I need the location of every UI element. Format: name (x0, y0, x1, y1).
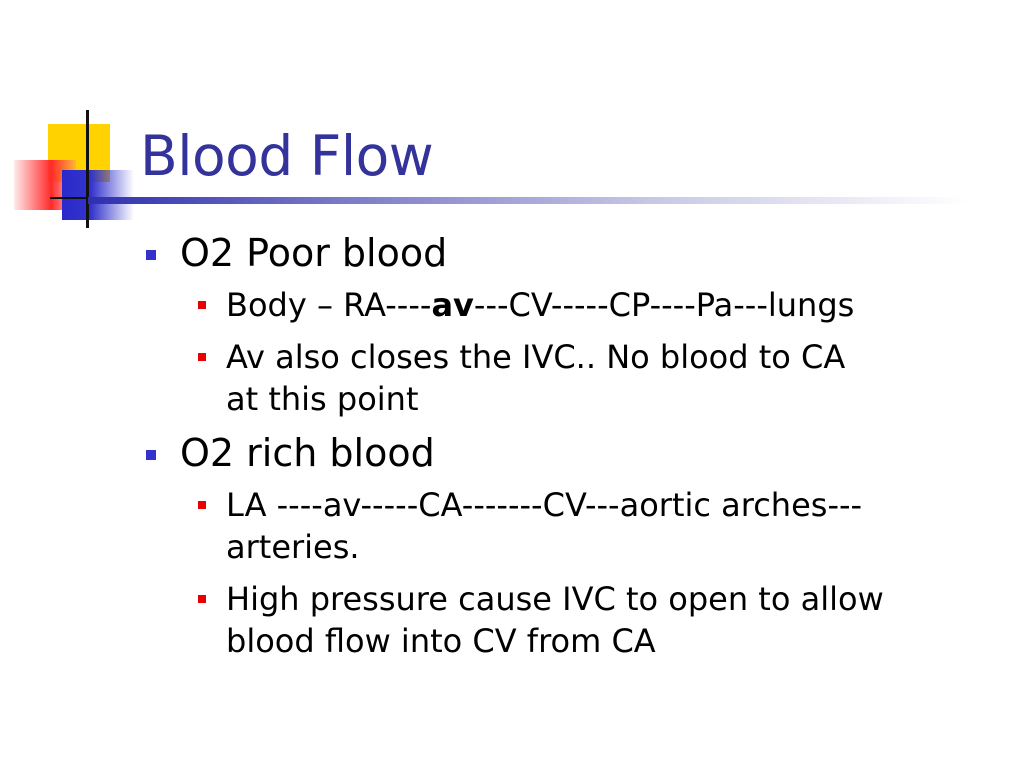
level2-item: LA ----av-----CA-------CV---aortic arche… (140, 484, 886, 568)
level2-text-before: Body – RA---- (226, 286, 432, 324)
level2-item: High pressure cause IVC to open to allow… (140, 578, 886, 662)
blue-square (62, 170, 134, 220)
level2-text-bold: av (431, 286, 474, 324)
bullet-group-poor: O2 Poor blood Body – RA----av---CV-----C… (140, 230, 980, 420)
square-bullet-icon (146, 450, 156, 460)
square-bullet-icon (198, 353, 206, 361)
slide-title: Blood Flow (140, 124, 434, 188)
square-bullet-icon (198, 501, 206, 509)
level1-text: O2 rich blood (180, 431, 435, 475)
level1-text: O2 Poor blood (180, 231, 448, 275)
square-bullet-icon (198, 301, 206, 309)
square-bullet-icon (198, 595, 206, 603)
bullet-list: O2 Poor blood Body – RA----av---CV-----C… (140, 230, 980, 672)
corner-ornament (0, 0, 150, 240)
level2-text: Av also closes the IVC.. No blood to CA … (226, 338, 846, 418)
level1-item: O2 rich blood (140, 430, 980, 476)
level2-item: Body – RA----av---CV-----CP----Pa---lung… (140, 284, 886, 326)
bullet-group-rich: O2 rich blood LA ----av-----CA-------CV-… (140, 430, 980, 662)
level1-item: O2 Poor blood (140, 230, 980, 276)
level2-text-after: ---CV-----CP----Pa---lungs (473, 286, 855, 324)
level2-text: High pressure cause IVC to open to allow… (226, 580, 884, 660)
square-bullet-icon (146, 250, 156, 260)
vertical-rule (86, 110, 89, 228)
level2-text: LA ----av-----CA-------CV---aortic arche… (226, 486, 863, 566)
level2-item: Av also closes the IVC.. No blood to CA … (140, 336, 886, 420)
title-underline (88, 197, 968, 204)
